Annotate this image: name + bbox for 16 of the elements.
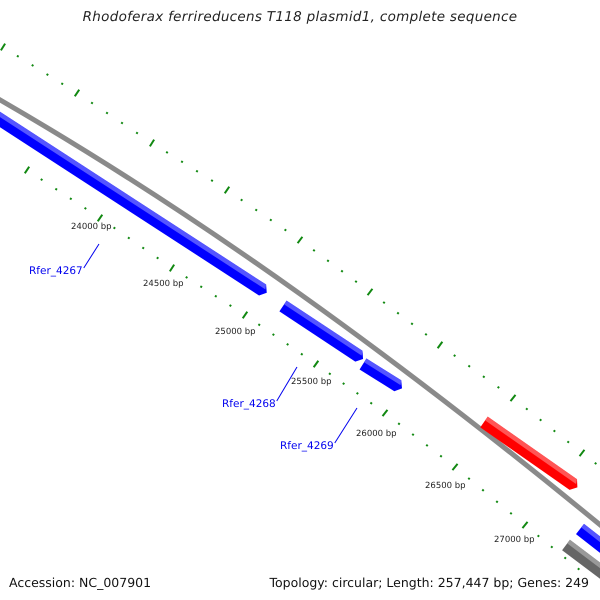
leader-line [276, 366, 298, 402]
position-label: 25500 bp [291, 377, 332, 387]
position-label: 26000 bp [356, 429, 397, 439]
map-title: Rhodoferax ferrireducens T118 plasmid1, complete sequence [82, 9, 518, 25]
gene-label: Rfer_4267 [29, 265, 83, 278]
leader-line [334, 408, 358, 444]
accession-text: Accession: NC_007901 [9, 575, 152, 590]
position-label: 24500 bp [143, 279, 184, 289]
summary-text: Topology: circular; Length: 257,447 bp; Genes: 249 [270, 575, 589, 590]
leader-line [83, 244, 100, 268]
gene-label: Rfer_4268 [222, 398, 276, 411]
position-label: 26500 bp [425, 481, 466, 491]
position-label: 25000 bp [215, 327, 256, 337]
position-label: 27000 bp [494, 535, 535, 545]
position-label: 24000 bp [71, 222, 112, 232]
gene-label: Rfer_4269 [280, 440, 334, 453]
